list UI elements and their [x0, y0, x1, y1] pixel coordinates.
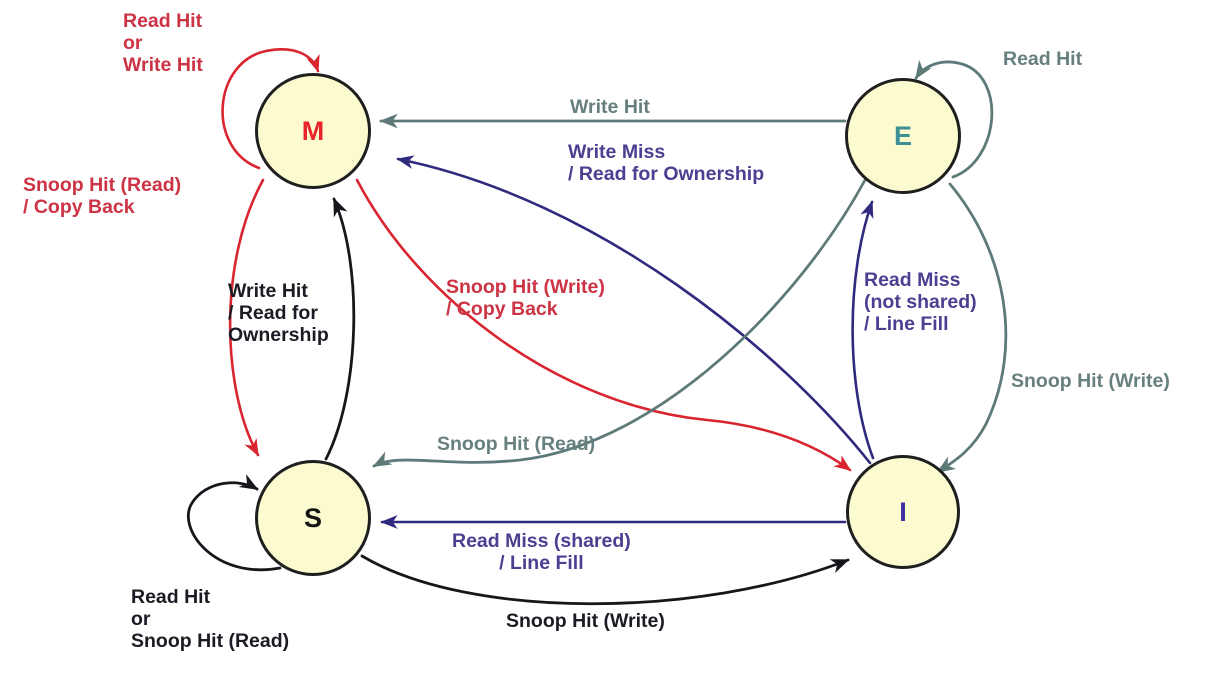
state-node-m[interactable]: M: [255, 73, 371, 189]
edge-label-s-to-i: Snoop Hit (Write): [506, 610, 665, 632]
edge-label-i-to-e: Read Miss (not shared) / Line Fill: [864, 269, 977, 335]
edge-s-to-i: [360, 554, 850, 606]
edge-e-self: [914, 59, 994, 179]
edge-i-to-e: [851, 200, 875, 460]
edge-label-e-self: Read Hit: [1003, 48, 1083, 70]
edge-e-to-s: [372, 178, 867, 468]
state-node-s[interactable]: S: [255, 460, 371, 576]
edge-s-to-m: [324, 197, 356, 461]
state-node-i[interactable]: I: [846, 455, 960, 569]
edge-m-to-i: [355, 178, 852, 472]
edge-label-e-to-s: Snoop Hit (Read): [437, 433, 596, 455]
edge-label-i-to-m: Write Miss / Read for Ownership: [568, 141, 765, 185]
state-label-e: E: [893, 120, 912, 151]
edge-e-to-i: [936, 182, 1008, 474]
edge-m-to-s: [228, 178, 265, 457]
edge-label-s-to-m: Write Hit / Read for Ownership: [228, 280, 329, 346]
edge-label-m-to-i: Snoop Hit (Write) / Copy Back: [446, 276, 605, 320]
state-node-e[interactable]: E: [845, 78, 961, 194]
edge-label-s-self: Read Hit or Snoop Hit (Read): [131, 586, 290, 652]
edge-label-m-to-s: Snoop Hit (Read) / Copy Back: [23, 174, 182, 218]
edge-label-e-to-m: Write Hit: [570, 96, 650, 118]
state-label-i: I: [899, 496, 907, 527]
edge-label-i-to-s: Read Miss (shared) / Line Fill: [452, 530, 631, 574]
edge-s-self: [186, 474, 282, 572]
edge-i-to-m: [396, 155, 872, 465]
edge-label-m-self: Read Hit or Write Hit: [123, 10, 203, 76]
state-label-s: S: [303, 502, 322, 533]
state-label-m: M: [301, 115, 325, 146]
edge-label-e-to-i: Snoop Hit (Write): [1011, 370, 1170, 392]
edge-m-self: [221, 48, 320, 170]
